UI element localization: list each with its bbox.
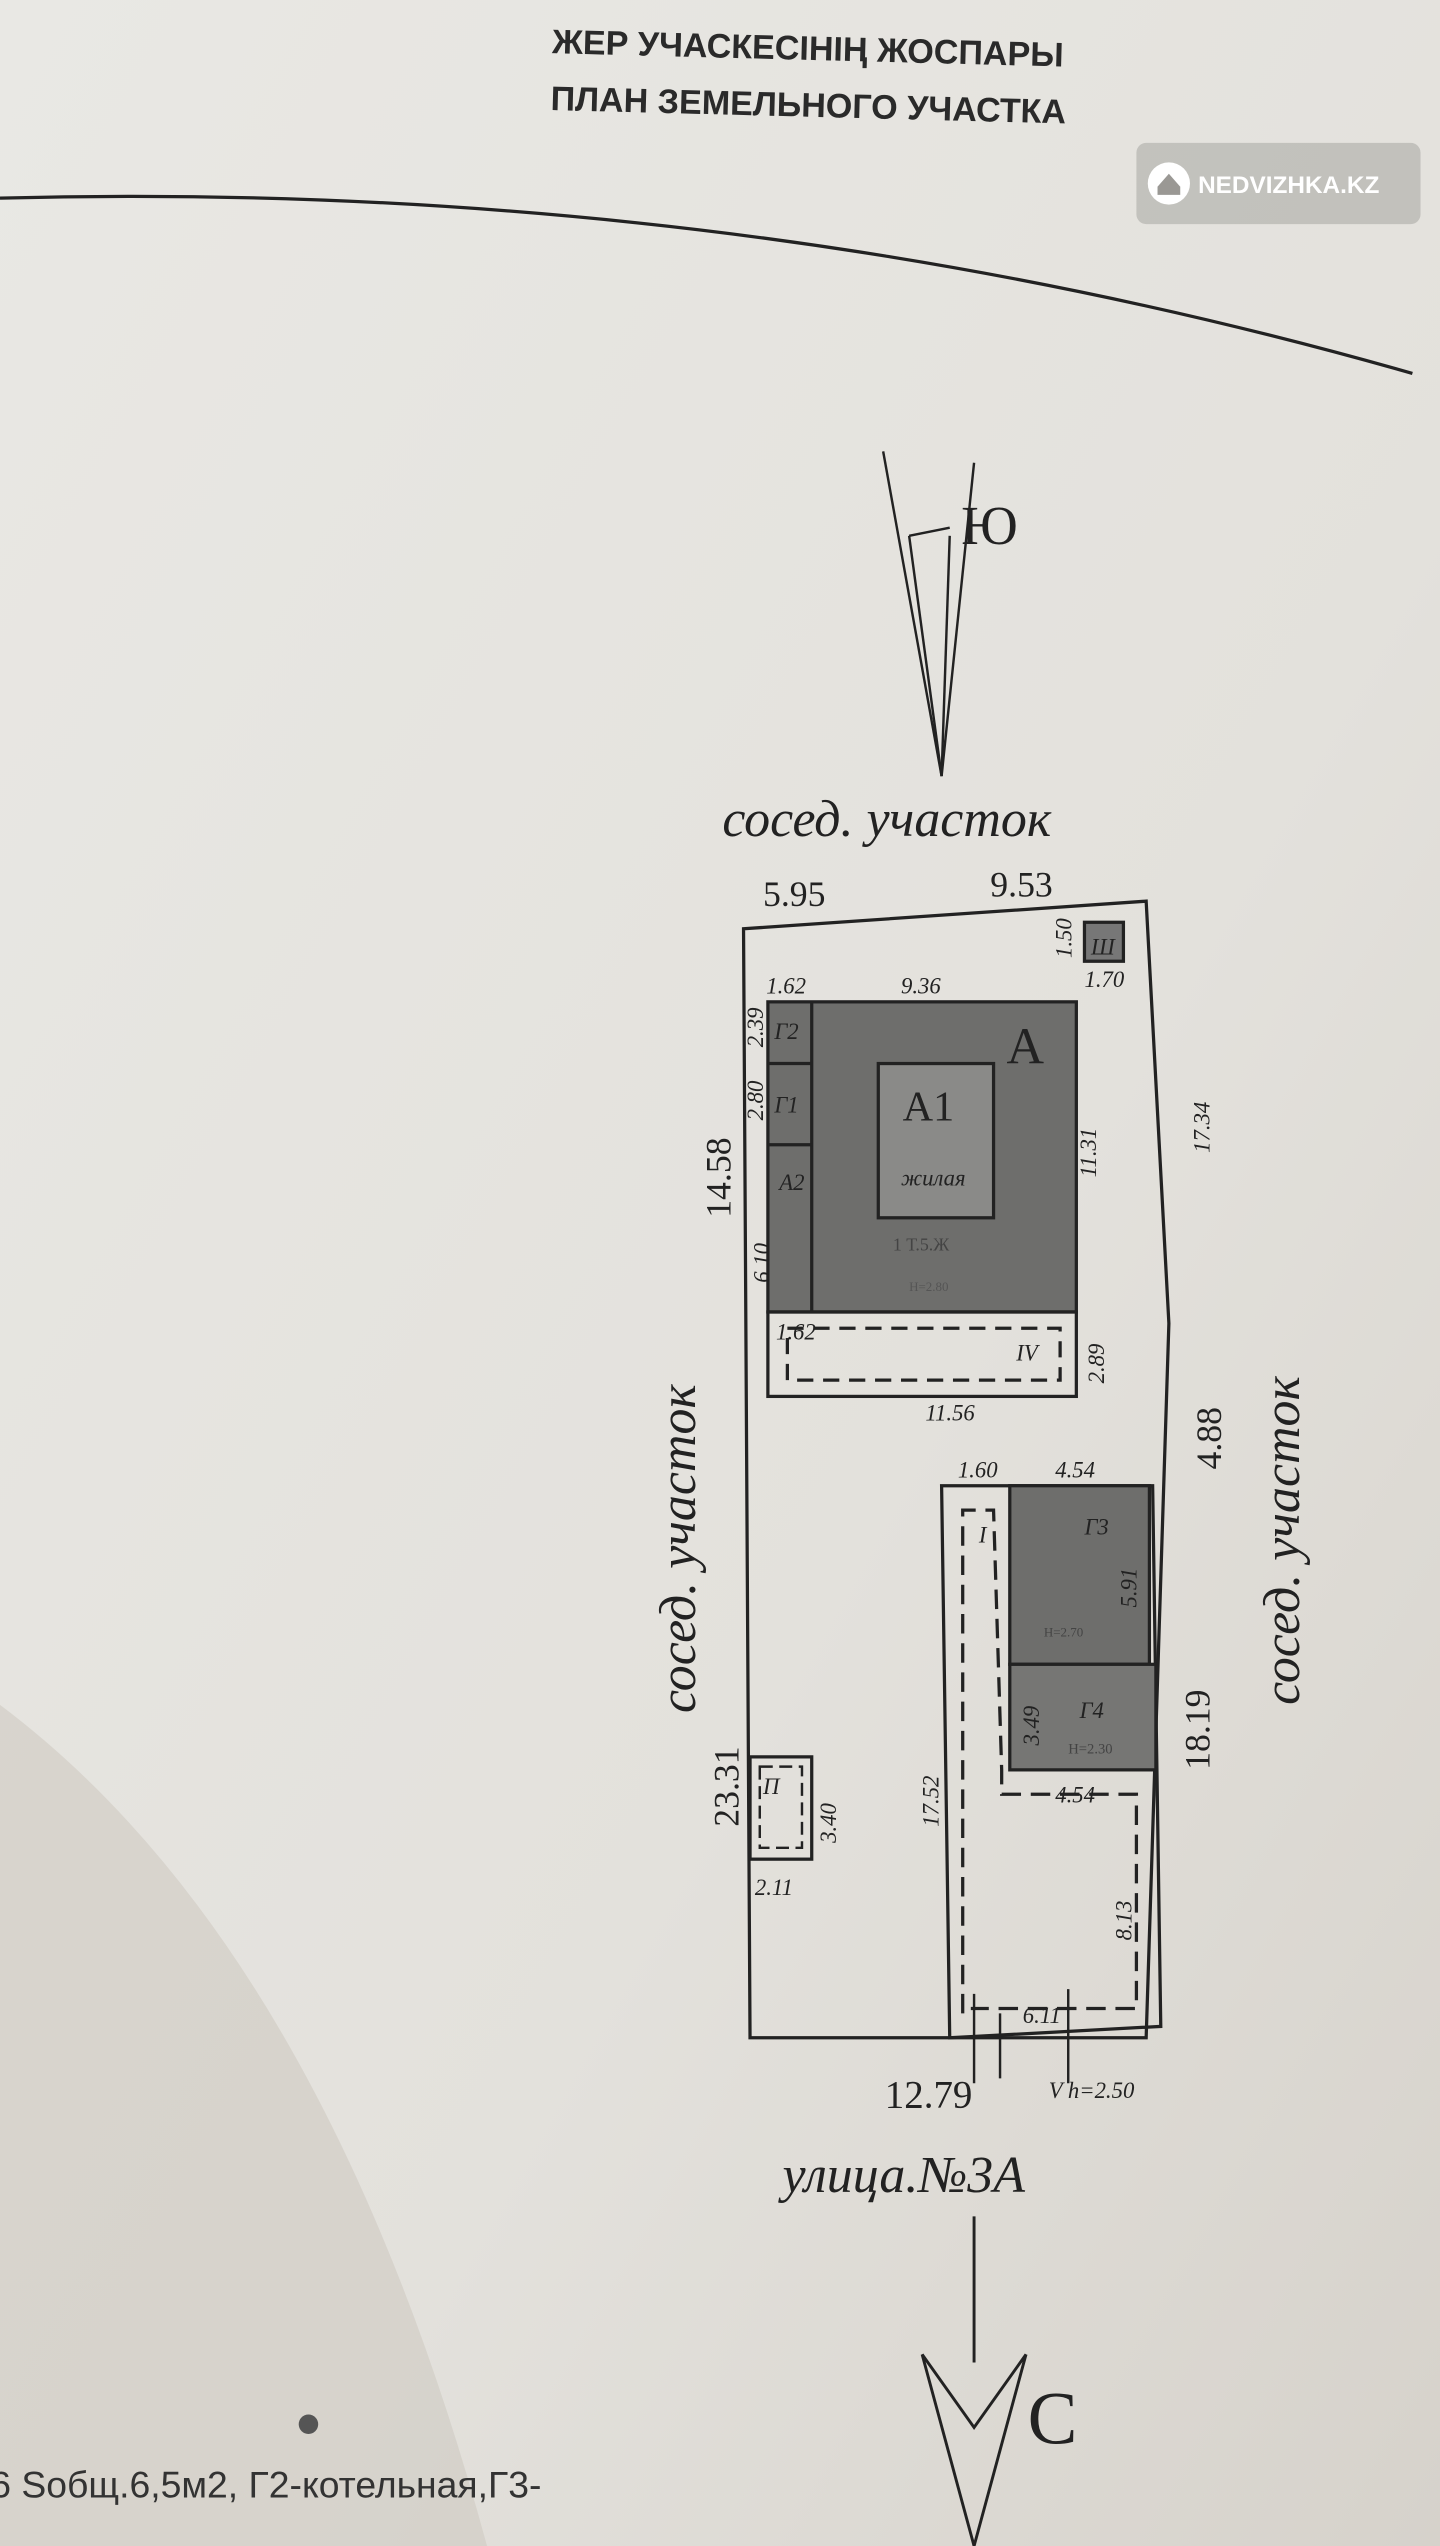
compass-south-icon	[920, 2216, 1028, 2546]
a-label: А	[1007, 1019, 1045, 1076]
footer-note: 6 Sобщ.6,5м2, Г2-котельная,Г3-	[0, 2463, 541, 2505]
a1-label: А1	[903, 1083, 955, 1130]
dim-right-mid: 4.88	[1189, 1407, 1229, 1469]
dim-porch-bottom: 11.56	[925, 1401, 975, 1426]
g4-label: Г4	[1079, 1698, 1104, 1723]
dim-g3-side: 5.91	[1116, 1568, 1141, 1608]
sh-label: Ш	[1090, 935, 1116, 960]
south-label: С	[1028, 2378, 1078, 2461]
dim-house-right: 11.31	[1076, 1128, 1101, 1177]
dim-left-upper: 14.58	[699, 1137, 739, 1217]
shadow	[0, 1704, 488, 2546]
g3-height: H=2.70	[1044, 1625, 1083, 1640]
dim-yard-mid: 4.54	[1055, 1782, 1095, 1807]
gate-marks	[972, 1989, 1070, 2084]
dim-top-left: 5.95	[763, 874, 825, 914]
i-label: I	[978, 1523, 988, 1548]
garage-g3	[1008, 1484, 1152, 1666]
g2-label: Г2	[773, 1019, 798, 1044]
street-label: улица.№3А	[778, 2147, 1026, 2204]
dim-gate: V h=2.50	[1049, 2078, 1135, 2103]
neighbor-top-label: сосед. участок	[722, 791, 1051, 848]
iv-label: IV	[1015, 1341, 1041, 1366]
g4-height: H=2.30	[1068, 1742, 1112, 1758]
dim-right-lower: 18.19	[1177, 1690, 1217, 1770]
dim-yard-bottom: 6.11	[1023, 2003, 1061, 2028]
dim-p-h: 3.40	[816, 1803, 841, 1844]
porch-iv	[766, 1310, 1078, 1399]
dim-yard-left-top: 1.60	[958, 1458, 998, 1483]
a1-sub-label: жилая	[901, 1165, 966, 1190]
p-label: П	[762, 1774, 781, 1799]
a2-label: А2	[777, 1170, 804, 1195]
dim-sh-w: 1.70	[1084, 967, 1124, 992]
dim-porch-right: 2.89	[1084, 1344, 1109, 1384]
structure-p	[748, 1755, 814, 1861]
dim-left-lower: 23.31	[707, 1746, 747, 1826]
dim-g4-side: 3.49	[1019, 1706, 1044, 1747]
dim-g3-top: 4.54	[1055, 1458, 1095, 1483]
structure-sh	[1082, 920, 1126, 963]
dim-top-right: 9.53	[990, 864, 1052, 904]
compass-north-icon	[881, 451, 976, 777]
g3-label: Г3	[1083, 1514, 1108, 1539]
dim-yard-left: 17.52	[918, 1776, 943, 1827]
dim-sh-h: 1.50	[1051, 918, 1076, 958]
dim-yard-right: 8.13	[1112, 1901, 1137, 1941]
dim-g2: 2.39	[743, 1008, 768, 1048]
dim-a2: 6.10	[750, 1242, 775, 1282]
dim-house-g: 1.62	[766, 974, 806, 999]
dim-bottom: 12.79	[885, 2074, 973, 2117]
a-height: H=2.80	[909, 1279, 948, 1294]
ink-spot	[298, 2414, 319, 2434]
dim-porch-left: 1.62	[776, 1320, 816, 1345]
room-a1	[876, 1061, 996, 1220]
neighbor-right-label: сосед. участок	[1254, 1375, 1311, 1704]
dim-right-upper: 17.34	[1189, 1102, 1214, 1153]
garage-g4	[1008, 1662, 1158, 1772]
dim-p-w: 2.11	[755, 1875, 793, 1900]
north-label: Ю	[961, 495, 1018, 556]
page-edge-line	[0, 194, 1413, 376]
g1-label: Г1	[773, 1092, 798, 1117]
watermark-text: NEDVIZHKA.KZ	[1198, 172, 1379, 199]
neighbor-left-label: сосед. участок	[650, 1384, 707, 1713]
dim-house-top: 9.36	[901, 974, 941, 999]
a-material: 1 Т.5.Ж	[893, 1234, 949, 1254]
dim-g1: 2.80	[743, 1080, 768, 1120]
watermark: NEDVIZHKA.KZ	[1136, 142, 1421, 225]
